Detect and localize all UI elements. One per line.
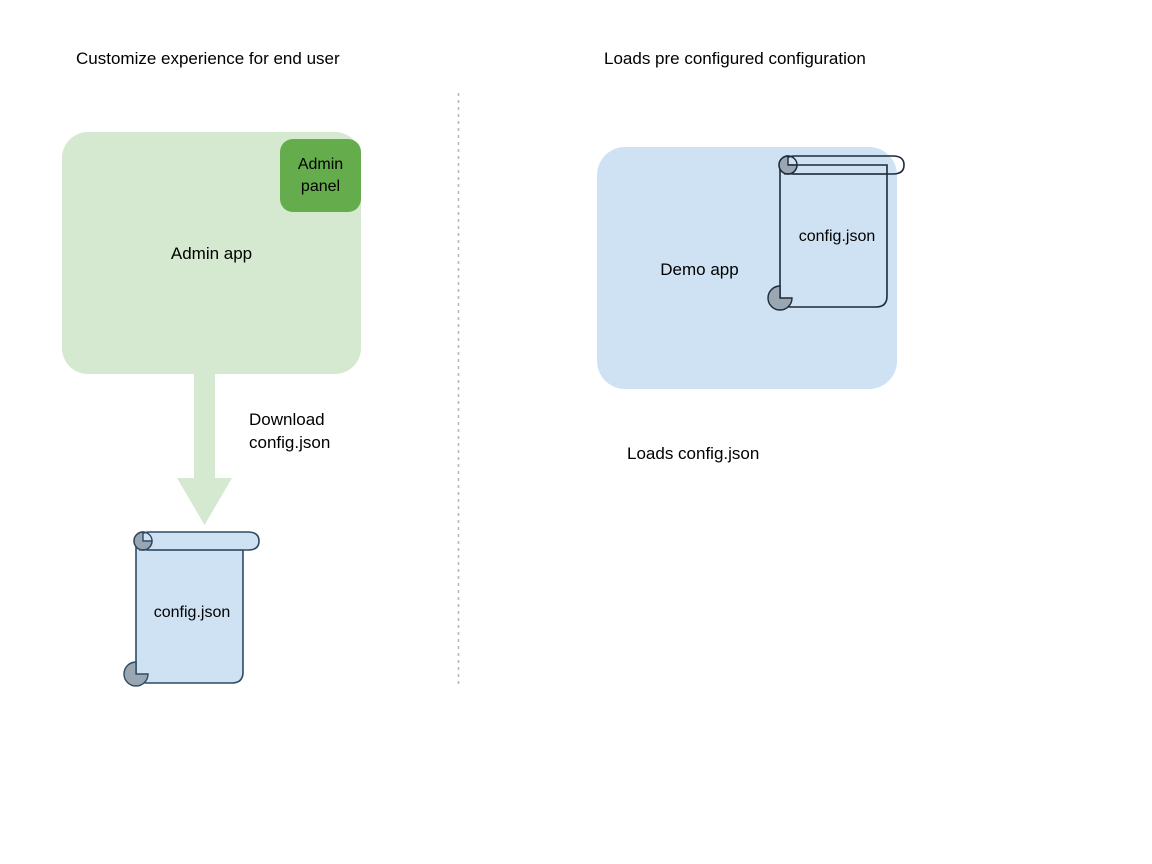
- loads-config-caption: Loads config.json: [627, 444, 760, 463]
- demo-app-box[interactable]: [597, 147, 897, 389]
- section-title-right: Loads pre configured configuration: [604, 49, 866, 68]
- download-arrow-label: Download config.json: [249, 408, 330, 454]
- scroll-left-shape[interactable]: [123, 531, 260, 687]
- admin-app-label: Admin app: [170, 244, 253, 263]
- arrow-label-line1: Download: [249, 410, 325, 429]
- download-arrow-icon: [177, 374, 232, 525]
- admin-panel-badge[interactable]: [280, 139, 361, 212]
- scroll-right-shape[interactable]: [767, 155, 905, 311]
- scroll-left-label: config.json: [153, 604, 231, 621]
- scroll-right-label: config.json: [798, 228, 876, 245]
- section-title-left: Customize experience for end user: [76, 49, 340, 68]
- scroll-left-bottom-knob: [123, 661, 149, 687]
- scroll-left-top-roll: [138, 531, 260, 551]
- arrow-label-line2: config.json: [249, 433, 331, 452]
- demo-app-label: Demo app: [660, 260, 739, 279]
- scroll-right-bottom-knob: [767, 285, 793, 311]
